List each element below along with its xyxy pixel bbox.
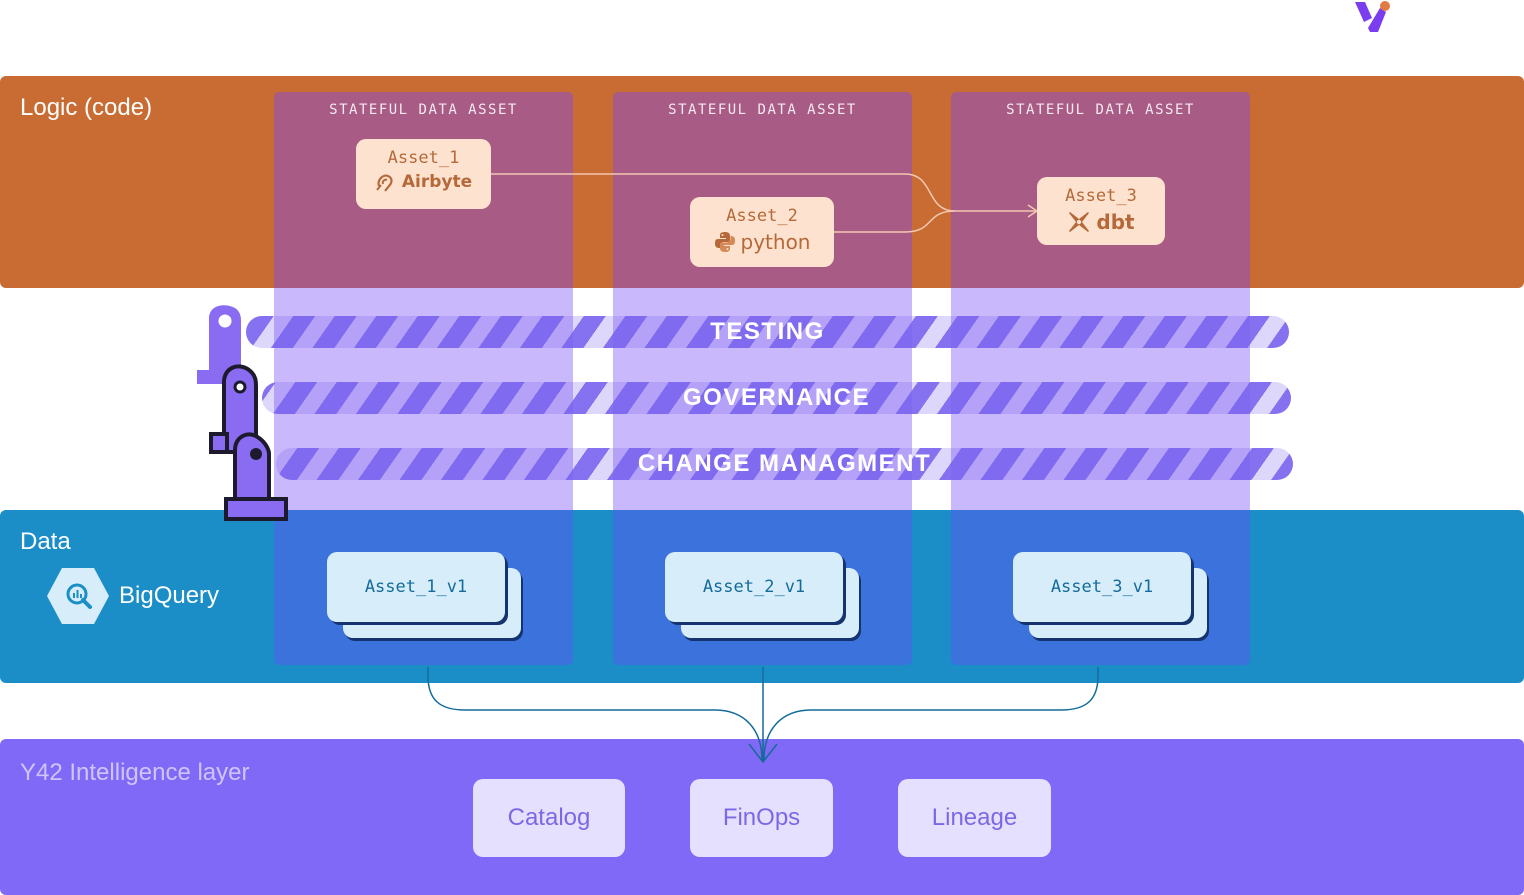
rocket-icon xyxy=(197,305,288,521)
asset-card: Asset_3 dbt xyxy=(1037,177,1165,245)
asset-name: Asset_3 xyxy=(1065,186,1137,206)
practice-label: TESTING xyxy=(710,318,825,345)
data-layer-title: Data xyxy=(20,528,71,555)
practice-stripe-change-management: CHANGE MANAGMENT xyxy=(276,448,1293,480)
logic-layer-title: Logic (code) xyxy=(20,94,153,121)
tool-name: dbt xyxy=(1096,210,1135,234)
python-icon xyxy=(714,232,735,252)
asset-name: Asset_1 xyxy=(387,148,460,168)
practice-label: CHANGE MANAGMENT xyxy=(637,450,932,477)
practice-stripe-governance: GOVERNANCE xyxy=(262,382,1291,414)
asset-card: Asset_1 Airbyte xyxy=(356,139,491,209)
version-card: Asset_3_v1 xyxy=(1013,552,1191,622)
intelligence-item-lineage[interactable]: Lineage xyxy=(898,779,1051,857)
column-label: STATEFUL DATA ASSET xyxy=(1006,102,1195,118)
practice-label: GOVERNANCE xyxy=(682,384,871,411)
intelligence-item-catalog[interactable]: Catalog xyxy=(473,779,625,857)
tool-name: python xyxy=(740,230,811,254)
asset-card: Asset_2 python xyxy=(690,197,834,267)
y42-logo-icon xyxy=(1355,1,1390,32)
bigquery-icon xyxy=(47,568,109,624)
asset-name: Asset_2 xyxy=(726,206,798,226)
dbt-icon xyxy=(1069,212,1090,232)
version-card: Asset_2_v1 xyxy=(665,552,843,622)
intelligence-layer-title: Y42 Intelligence layer xyxy=(20,759,250,786)
version-card: Asset_1_v1 xyxy=(327,552,505,622)
tool-name: Airbyte xyxy=(401,172,473,192)
column-label: STATEFUL DATA ASSET xyxy=(329,102,518,118)
intelligence-item-finops[interactable]: FinOps xyxy=(690,779,833,857)
warehouse-name: BigQuery xyxy=(119,582,220,609)
airbyte-icon xyxy=(376,174,393,192)
column-label: STATEFUL DATA ASSET xyxy=(668,102,857,118)
practice-stripe-testing: TESTING xyxy=(246,316,1289,348)
